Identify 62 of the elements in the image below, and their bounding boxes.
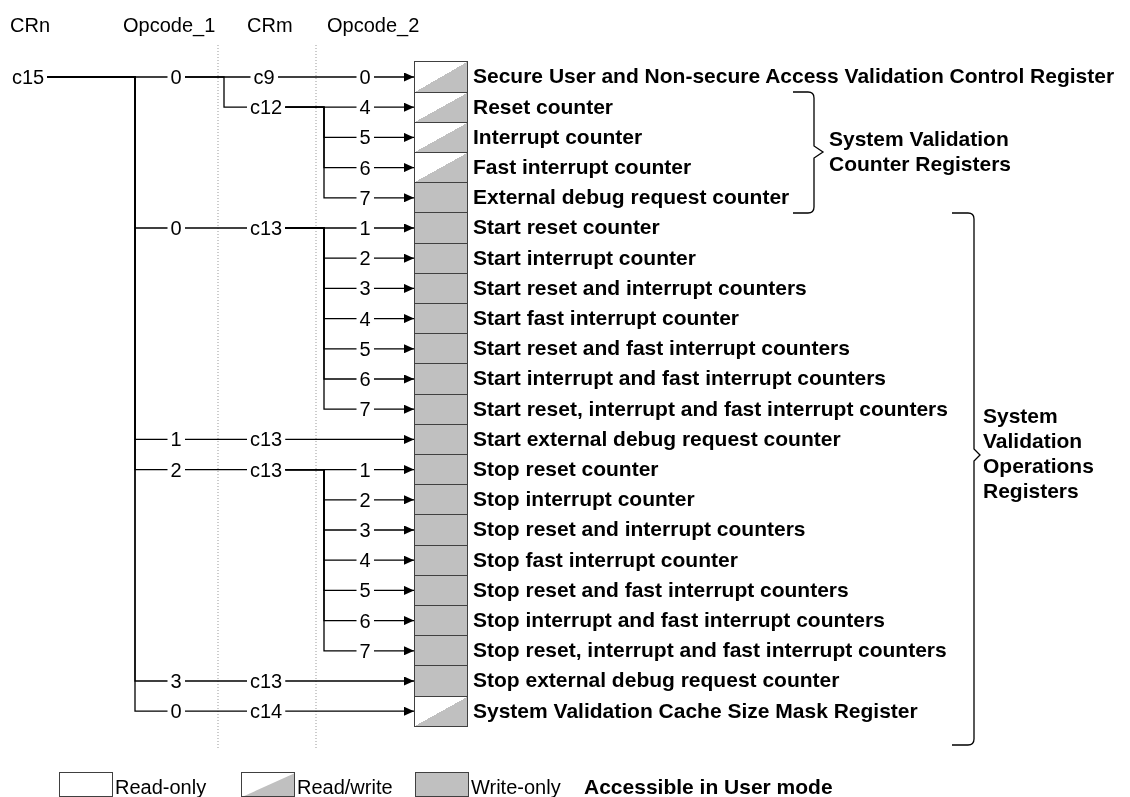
register-entry: Start external debug request counter bbox=[414, 423, 841, 454]
arrow bbox=[373, 223, 415, 233]
register-entry: Stop reset counter bbox=[414, 454, 659, 485]
arrow bbox=[373, 374, 415, 384]
register-entry: Start reset and interrupt counters bbox=[414, 272, 807, 303]
arrow bbox=[373, 555, 415, 565]
register-entry: Stop interrupt counter bbox=[414, 484, 695, 515]
register-entry: Stop interrupt and fast interrupt counters bbox=[414, 605, 885, 636]
arrow bbox=[373, 616, 415, 626]
register-entry: System Validation Cache Size Mask Register bbox=[414, 695, 918, 726]
arrow bbox=[373, 585, 415, 595]
arrow bbox=[373, 102, 415, 112]
register-entry: Stop external debug request counter bbox=[414, 665, 840, 696]
group-label: System Validation Operations Registers bbox=[983, 403, 1095, 503]
legend-label: Read/write bbox=[297, 776, 393, 797]
register-entry: Start fast interrupt counter bbox=[414, 303, 740, 334]
column-header: Opcode_1 bbox=[123, 14, 216, 36]
register-entry: External debug request counter bbox=[414, 182, 790, 213]
connector-line bbox=[184, 227, 248, 229]
arrow bbox=[373, 495, 415, 505]
connector-line bbox=[184, 76, 248, 108]
register-entry: Start interrupt counter bbox=[414, 242, 696, 273]
register-entry: Start reset and fast interrupt counters bbox=[414, 333, 850, 364]
connector-line bbox=[277, 76, 358, 78]
register-entry: Stop fast interrupt counter bbox=[414, 544, 738, 575]
arrow bbox=[373, 163, 415, 173]
arrow bbox=[373, 646, 415, 656]
arrow bbox=[284, 434, 415, 444]
column-header: CRm bbox=[247, 14, 293, 36]
arrow bbox=[373, 344, 415, 354]
arrow bbox=[373, 132, 415, 142]
connector-line bbox=[284, 227, 358, 410]
register-entry: Fast interrupt counter bbox=[414, 152, 692, 183]
arrow bbox=[373, 193, 415, 203]
group-label: System Validation Counter Registers bbox=[829, 126, 1013, 176]
register-entry: Secure User and Non-secure Access Validation Control Register bbox=[414, 61, 1115, 92]
connector-line bbox=[184, 468, 248, 471]
connector-line bbox=[184, 438, 248, 441]
arrow bbox=[373, 465, 415, 475]
register-entry: Start reset counter bbox=[414, 212, 660, 243]
legend-title: Accessible in User mode bbox=[584, 776, 833, 797]
arrow bbox=[284, 706, 415, 716]
register-entry: Start interrupt and fast interrupt counters bbox=[414, 363, 887, 394]
connector-line bbox=[284, 468, 358, 652]
connector-line bbox=[284, 106, 358, 199]
arrow bbox=[373, 72, 415, 82]
register-entry: Interrupt counter bbox=[414, 121, 643, 152]
register-entry: Stop reset and fast interrupt counters bbox=[414, 574, 849, 605]
register-entry: Reset counter bbox=[414, 91, 614, 122]
column-header: Opcode_2 bbox=[327, 14, 420, 36]
register-entry: Stop reset and interrupt counters bbox=[414, 514, 806, 545]
register-entry: Start reset, interrupt and fast interrupt counters bbox=[414, 393, 948, 424]
connector-line bbox=[184, 680, 248, 682]
arrow bbox=[373, 404, 415, 414]
arrow bbox=[373, 314, 415, 324]
arrow bbox=[373, 253, 415, 263]
column-header: CRn bbox=[10, 14, 50, 36]
connector-line bbox=[184, 710, 248, 712]
arrow bbox=[373, 525, 415, 535]
arrow bbox=[373, 283, 415, 293]
register-entry: Stop reset, interrupt and fast interrupt counters bbox=[414, 635, 947, 666]
arrow bbox=[284, 676, 415, 686]
